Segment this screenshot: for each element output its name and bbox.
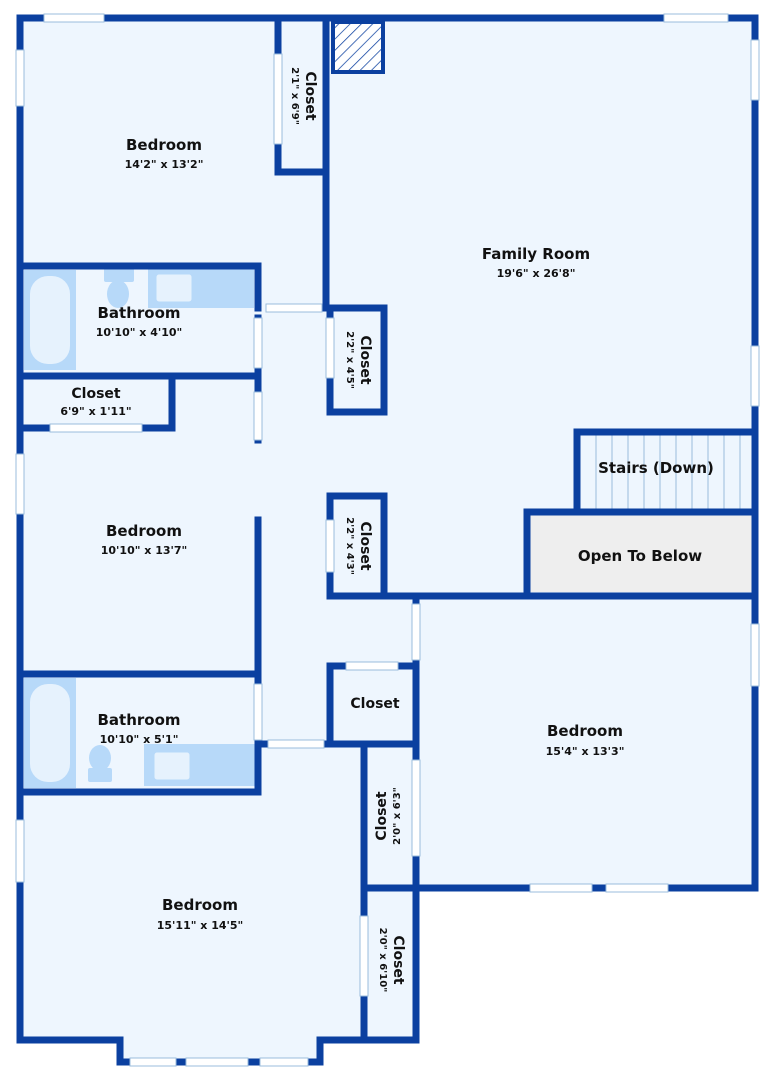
bathtub-icon	[24, 270, 76, 370]
copyright-notice: Copyright 2024 San Antonio Board of Real…	[574, 1049, 768, 1078]
svg-text:Copyright 2024: Copyright 2024	[673, 1049, 769, 1062]
svg-text:Closet: Closet	[350, 696, 400, 712]
room-family-room: Family Room 19'6" x 26'8"	[482, 245, 590, 280]
svg-text:14'2" x 13'2": 14'2" x 13'2"	[125, 158, 204, 171]
svg-text:2'1" x 6'9": 2'1" x 6'9"	[289, 67, 300, 125]
bathtub-icon	[24, 678, 76, 788]
svg-text:10'10" x 4'10": 10'10" x 4'10"	[96, 326, 183, 339]
svg-text:Bedroom: Bedroom	[126, 136, 202, 154]
chimney-hatch	[331, 20, 385, 74]
room-stairs: Stairs (Down)	[598, 459, 714, 477]
svg-text:Bathroom: Bathroom	[97, 304, 180, 322]
svg-text:Closet: Closet	[357, 335, 373, 385]
door-openings	[49, 53, 421, 997]
svg-text:10'10" x 13'7": 10'10" x 13'7"	[101, 544, 188, 557]
svg-text:Bedroom: Bedroom	[162, 896, 238, 914]
room-closet-e: Closet 2'0" x 6'3"	[374, 787, 403, 845]
room-bathroom-2: Bathroom 10'10" x 5'1"	[97, 711, 180, 746]
room-closet-small: Closet	[350, 696, 400, 712]
open-to-below-area	[527, 514, 753, 592]
room-bedroom-e: Bedroom 15'4" x 13'3"	[546, 722, 625, 758]
stair-treads	[595, 434, 741, 510]
svg-text:San Antonio Board of Realtors?: San Antonio Board of Realtors?	[574, 1065, 768, 1078]
svg-text:15'11" x 14'5": 15'11" x 14'5"	[157, 919, 244, 932]
room-bedroom-w: Bedroom 10'10" x 13'7"	[101, 522, 188, 557]
svg-text:15'4" x 13'3": 15'4" x 13'3"	[546, 745, 625, 758]
svg-text:Closet: Closet	[71, 386, 121, 402]
svg-text:Open To Below: Open To Below	[578, 547, 702, 565]
svg-text:2'0" x 6'10": 2'0" x 6'10"	[377, 928, 388, 993]
toilet-icon	[104, 268, 134, 308]
room-closet-sw: Closet 2'0" x 6'10"	[377, 928, 406, 993]
svg-text:Bedroom: Bedroom	[547, 722, 623, 740]
svg-text:2'0" x 6'3": 2'0" x 6'3"	[392, 787, 403, 845]
room-closet-linen: Closet 6'9" x 1'11"	[60, 386, 131, 418]
svg-text:Closet: Closet	[390, 935, 406, 985]
vanity-sink-icon	[148, 268, 254, 308]
svg-text:6'9" x 1'11": 6'9" x 1'11"	[60, 405, 131, 418]
windows	[15, 13, 760, 1067]
room-bedroom-nw: Bedroom 14'2" x 13'2"	[125, 136, 204, 171]
svg-text:Bedroom: Bedroom	[106, 522, 182, 540]
vanity-sink-icon	[144, 744, 256, 786]
svg-text:2'2" x 4'5": 2'2" x 4'5"	[344, 331, 355, 389]
room-closet-hall-2: Closet 2'2" x 4'3"	[344, 517, 373, 575]
room-closet-hall-1: Closet 2'2" x 4'5"	[344, 331, 373, 389]
svg-text:19'6" x 26'8": 19'6" x 26'8"	[497, 267, 576, 280]
svg-text:Closet: Closet	[374, 791, 390, 841]
svg-text:2'2" x 4'3": 2'2" x 4'3"	[344, 517, 355, 575]
toilet-icon	[88, 745, 112, 782]
svg-text:Bathroom: Bathroom	[97, 711, 180, 729]
svg-text:Stairs (Down): Stairs (Down)	[598, 459, 714, 477]
room-open-to-below: Open To Below	[578, 547, 702, 565]
svg-text:10'10" x 5'1": 10'10" x 5'1"	[100, 733, 179, 746]
svg-text:Family Room: Family Room	[482, 245, 590, 263]
svg-text:Closet: Closet	[302, 71, 318, 121]
room-bathroom-1: Bathroom 10'10" x 4'10"	[96, 304, 183, 339]
room-bedroom-sw: Bedroom 15'11" x 14'5"	[157, 896, 244, 932]
svg-text:Closet: Closet	[357, 521, 373, 571]
room-closet-nw: Closet 2'1" x 6'9"	[289, 67, 318, 125]
